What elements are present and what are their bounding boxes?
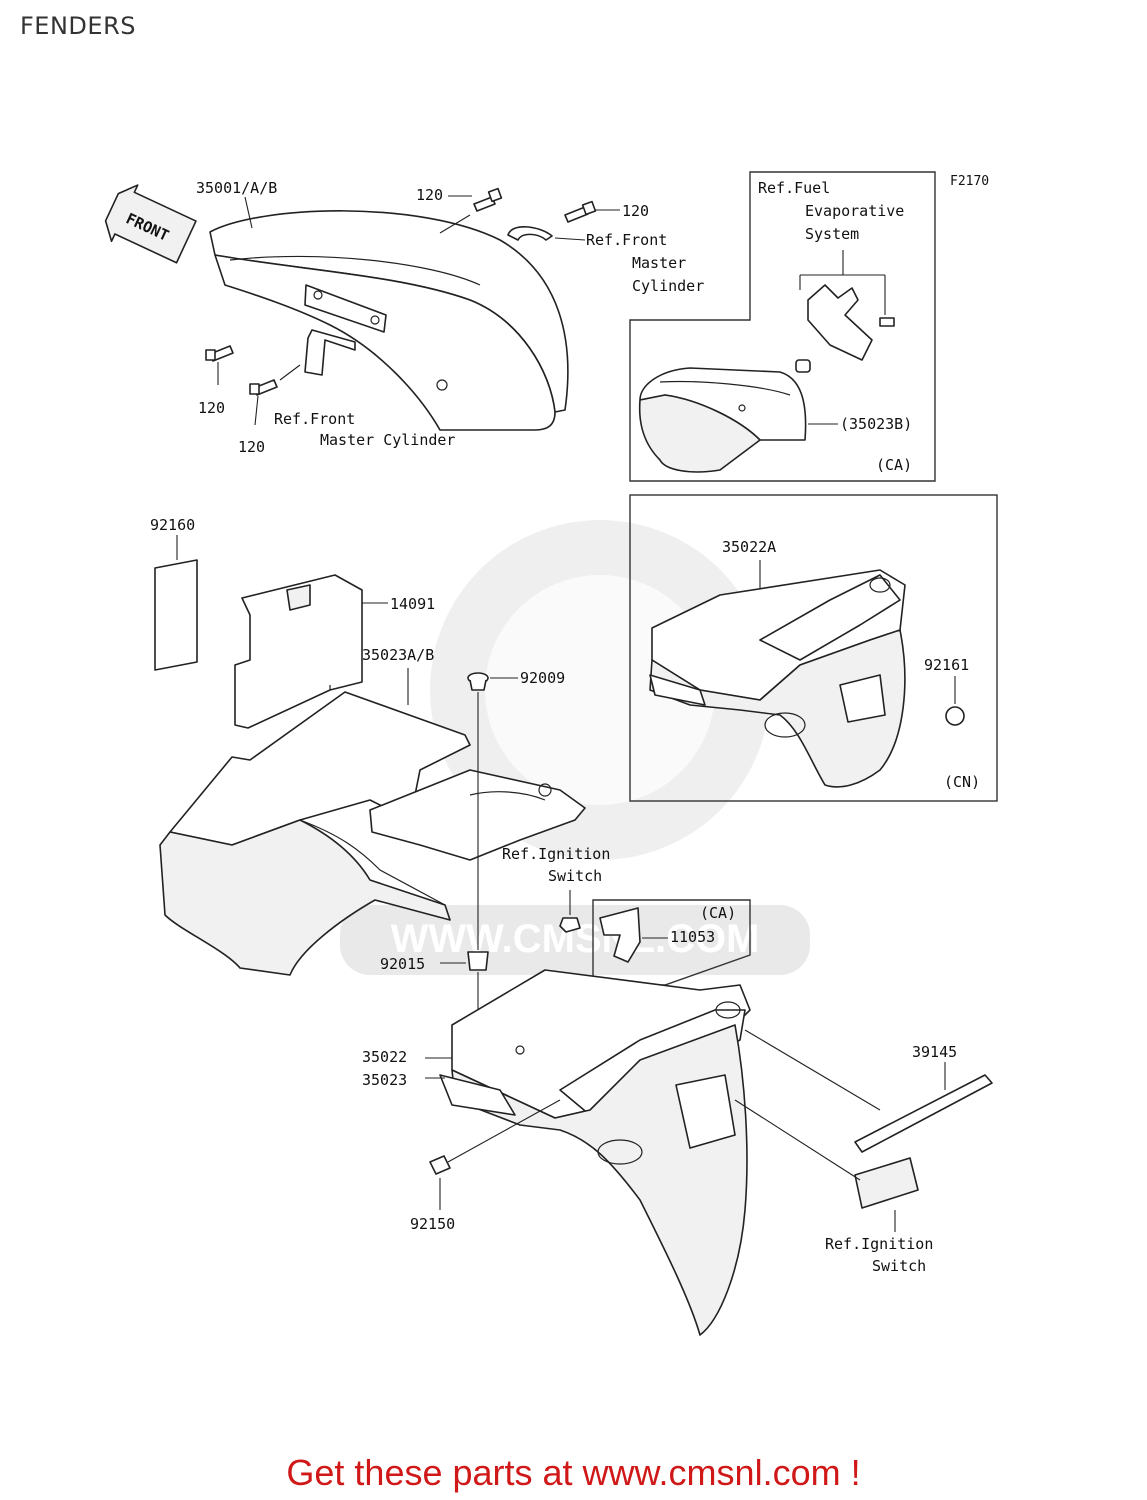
rear-fender-main bbox=[439, 969, 751, 1336]
bracket-11053 bbox=[599, 907, 641, 963]
callout-cn: (CN) bbox=[944, 773, 980, 791]
ref-fuel-evap-2: Evaporative bbox=[805, 202, 904, 220]
ref-ignition-switch-bottom-2: Switch bbox=[872, 1257, 926, 1275]
callout-92015: 92015 bbox=[380, 955, 425, 973]
ref-ignition-switch-bottom-1: Ref.Ignition bbox=[825, 1235, 933, 1253]
callout-14091: 14091 bbox=[390, 595, 435, 613]
callout-ca-top: (CA) bbox=[876, 456, 912, 474]
callout-ca-mid: (CA) bbox=[700, 904, 736, 922]
figure-code: F2170 bbox=[950, 174, 989, 189]
callout-bolt-120-right: 120 bbox=[622, 202, 649, 220]
callout-35022: 35022 bbox=[362, 1048, 407, 1066]
inset-ca-mid-frame bbox=[592, 899, 751, 986]
ref-fuel-evap-3: System bbox=[805, 225, 859, 243]
cap-92161 bbox=[945, 706, 965, 726]
grommet-92015 bbox=[467, 951, 489, 971]
callout-35022a: 35022A bbox=[722, 538, 776, 556]
callout-35023: 35023 bbox=[362, 1071, 407, 1089]
bolt-120-top bbox=[473, 187, 503, 212]
page-title: FENDERS bbox=[20, 12, 136, 40]
rear-fender-bracket-ca bbox=[638, 367, 807, 473]
grommet-92009 bbox=[467, 672, 489, 691]
brake-hose-bracket-lower bbox=[304, 329, 356, 376]
callout-39145: 39145 bbox=[912, 1043, 957, 1061]
bolt-120-low bbox=[249, 379, 278, 396]
front-direction-arrow: FRONT bbox=[104, 184, 197, 264]
bolt-120-mid bbox=[205, 345, 234, 362]
callout-front-fender: 35001/A/B bbox=[196, 179, 277, 197]
trim-39145 bbox=[854, 1074, 993, 1153]
inset-cn-frame bbox=[629, 494, 998, 802]
battery-cover-14091 bbox=[234, 574, 363, 729]
callout-35023ab: 35023A/B bbox=[362, 646, 434, 664]
callout-35023b: (35023B) bbox=[840, 415, 912, 433]
reflector bbox=[854, 1157, 919, 1209]
ref-front-master-cyl-top-2: Master bbox=[632, 254, 686, 272]
clip-upper bbox=[507, 226, 553, 241]
ref-fuel-evap-1: Ref.Fuel bbox=[758, 179, 830, 197]
callout-92161: 92161 bbox=[924, 656, 969, 674]
callout-bolt-120-mid: 120 bbox=[198, 399, 225, 417]
ref-front-master-cyl-bottom-2: Master Cylinder bbox=[320, 431, 455, 449]
parts-diagram: WWW.CMSNL.COM F2170 FRONT bbox=[104, 171, 998, 1336]
callout-92150: 92150 bbox=[410, 1215, 455, 1233]
callout-bolt-120-low: 120 bbox=[238, 438, 265, 456]
bolt-120-right bbox=[564, 200, 597, 223]
ref-ignition-switch-top-2: Switch bbox=[548, 867, 602, 885]
bolt-92150 bbox=[429, 1155, 451, 1175]
footer-cta-link[interactable]: Get these parts at www.cmsnl.com ! bbox=[286, 1452, 861, 1493]
ref-front-master-cyl-bottom-1: Ref.Front bbox=[274, 410, 355, 428]
callout-92009: 92009 bbox=[520, 669, 565, 687]
callout-92160: 92160 bbox=[150, 516, 195, 534]
ref-front-master-cyl-top-3: Cylinder bbox=[632, 277, 704, 295]
evap-bracket bbox=[795, 284, 895, 373]
callout-bolt-120-top: 120 bbox=[416, 186, 443, 204]
rear-fender-cn bbox=[649, 569, 906, 788]
callout-11053: 11053 bbox=[670, 928, 715, 946]
inset-ca-frame bbox=[629, 171, 936, 482]
ref-ignition-switch-top-1: Ref.Ignition bbox=[502, 845, 610, 863]
front-fender bbox=[209, 210, 569, 431]
sticker-92160 bbox=[154, 559, 198, 671]
nut-ignition bbox=[559, 917, 581, 933]
ref-front-master-cyl-top-1: Ref.Front bbox=[586, 231, 667, 249]
